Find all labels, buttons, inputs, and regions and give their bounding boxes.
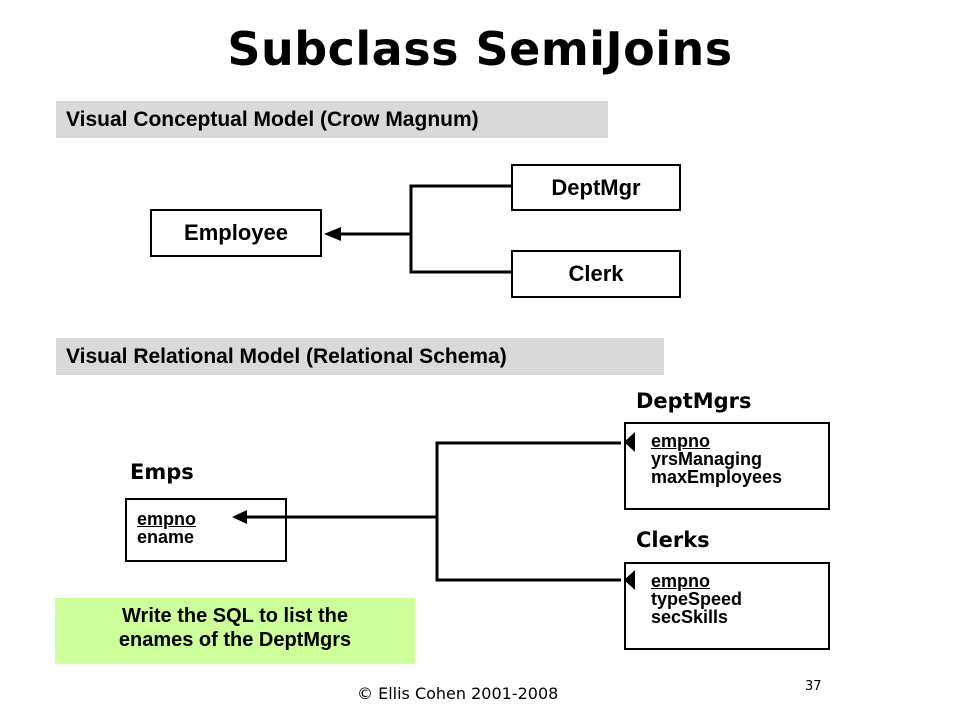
entity-clerk: Clerk [511,250,681,298]
relational-model-header: Visual Relational Model (Relational Sche… [56,338,664,375]
exercise-note-line-1: Write the SQL to list the [122,605,348,627]
deptmgrs-field-yrsmanaging: yrsManaging [651,449,763,469]
table-clerks: empno typeSpeed secSkills [624,562,830,650]
table-deptmgrs: empno yrsManaging maxEmployees [624,422,830,510]
subclass-bracket-line [409,184,511,274]
exercise-note: Write the SQL to list the enames of the … [55,598,415,664]
table-title-clerks: Clerks [636,528,710,552]
exercise-note-line-2: enames of the DeptMgrs [118,629,352,651]
emps-field-empno: empno [137,509,197,529]
arrowhead-emps-empno-icon [232,510,247,524]
fk-bracket-line [435,441,621,582]
clerks-field-typespeed: typeSpeed [651,589,743,609]
deptmgrs-field-empno: empno [651,431,711,451]
table-title-deptmgrs: DeptMgrs [636,389,752,413]
conceptual-model-header: Visual Conceptual Model (Crow Magnum) [56,101,608,138]
entity-deptmgr: DeptMgr [511,164,681,211]
arrowhead-employee-icon [324,227,341,241]
arrowhead-clerks-empno-icon [624,570,635,590]
clerks-field-empno: empno [651,571,711,591]
arrowhead-deptmgrs-empno-icon [624,432,635,452]
slide-title: Subclass SemiJoins [227,22,733,76]
copyright-footer: © Ellis Cohen 2001-2008 [357,684,559,703]
deptmgrs-field-maxemployees: maxEmployees [651,467,783,487]
emps-field-ename: ename [137,527,195,547]
table-title-emps: Emps [130,460,194,484]
table-emps: empno ename [125,498,287,562]
page-number: 37 [805,679,822,694]
clerks-field-secskills: secSkills [651,607,729,627]
entity-employee: Employee [150,209,322,257]
